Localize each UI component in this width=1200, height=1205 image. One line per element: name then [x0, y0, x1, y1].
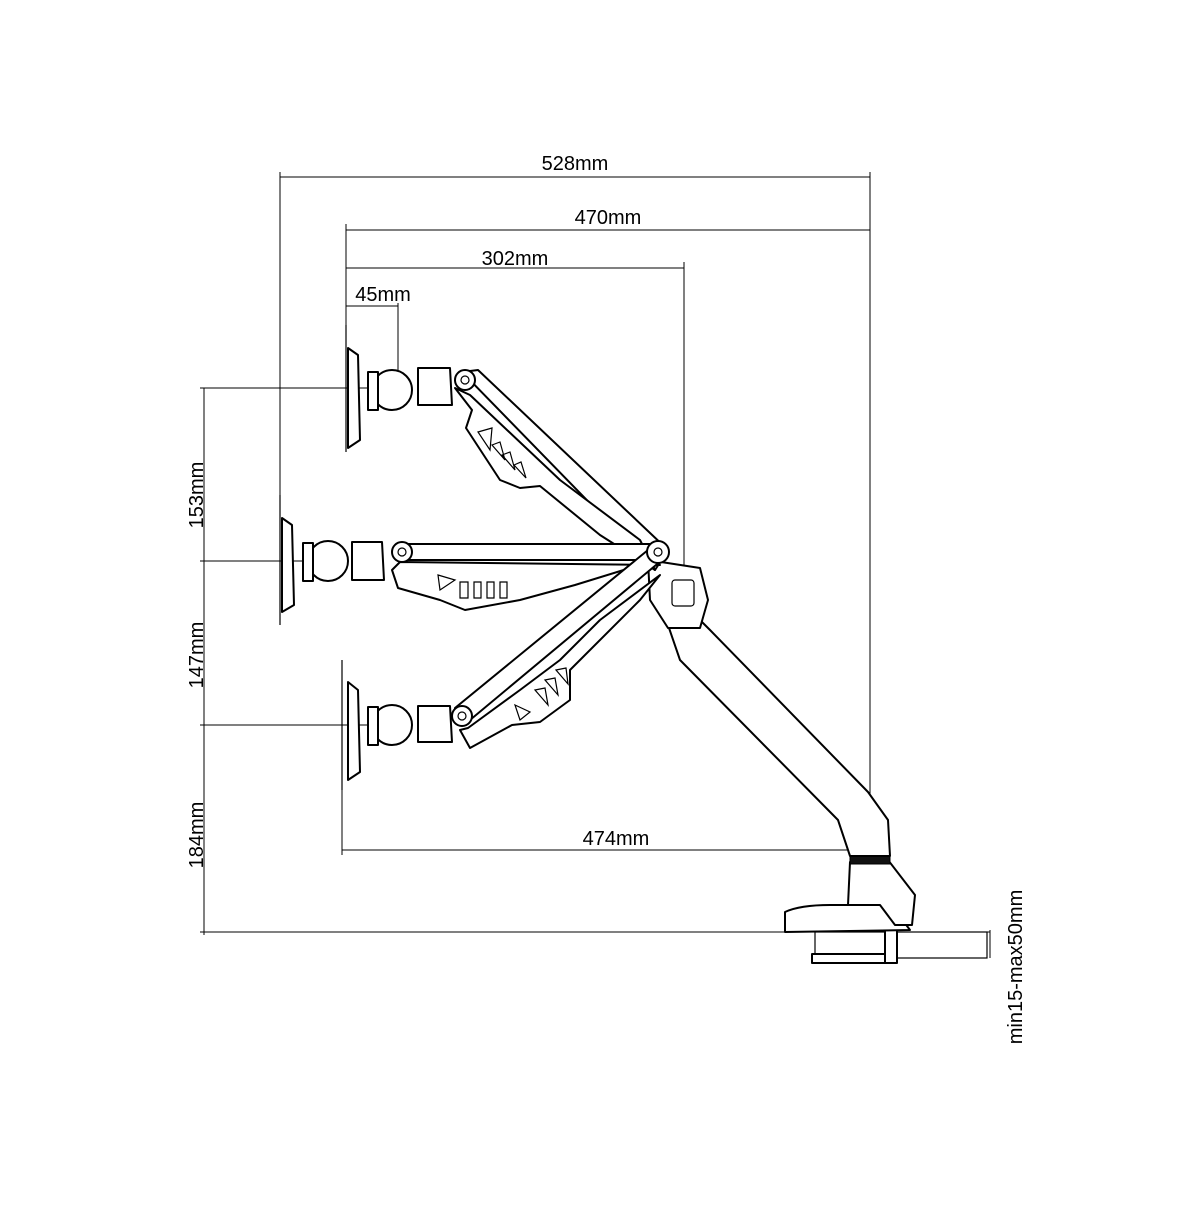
label-mid-reach: 302mm	[482, 248, 549, 270]
upper-arm-body	[454, 387, 656, 571]
middle-tilt-joint	[351, 541, 385, 581]
elbow-pivot-inner	[653, 547, 663, 557]
dimension-labels: 528mm 470mm 302mm 45mm 474mm 153mm 147mm…	[186, 153, 1027, 1044]
label-desk-thickness: min15-max50mm	[1005, 890, 1027, 1044]
label-overall-reach: 528mm	[542, 153, 609, 175]
desk-edge	[814, 931, 988, 959]
upper-pivot	[454, 369, 476, 391]
label-plate-offset: 45mm	[355, 284, 411, 306]
upper-plate-adapter	[367, 371, 379, 411]
elbow-slot	[671, 579, 695, 607]
lower-vesa-plate	[347, 681, 361, 781]
upper-arm-vents	[477, 427, 527, 479]
elbow-housing	[647, 559, 709, 629]
arm-position-middle	[279, 495, 661, 625]
label-lower-height: 184mm	[186, 802, 208, 869]
lower-pivot-inner	[457, 711, 467, 721]
middle-vesa-plate	[281, 517, 295, 613]
upper-tilt-joint	[417, 367, 453, 406]
arm-position-lower	[341, 549, 663, 790]
arm-position-upper	[345, 325, 669, 571]
lower-pole-arm	[647, 559, 891, 857]
label-lower-reach: 474mm	[583, 828, 650, 850]
label-upper-height: 153mm	[186, 462, 208, 529]
lower-pivot	[451, 705, 473, 727]
upper-vesa-plate	[347, 347, 361, 449]
middle-pivot-inner	[397, 547, 407, 557]
lower-arm-vents	[513, 667, 569, 722]
clamp-screw	[884, 927, 898, 964]
middle-pivot	[391, 541, 413, 563]
elbow-pivot	[646, 540, 670, 564]
middle-arm-vents	[437, 574, 508, 599]
middle-arm-body	[391, 561, 661, 611]
clamp-bottom-plate	[811, 953, 897, 964]
pole-arm-segment	[667, 609, 891, 857]
lower-plate-adapter	[367, 706, 379, 746]
middle-arm-top-bar	[401, 543, 661, 561]
lower-arm-body	[459, 574, 661, 749]
lower-tilt-joint	[417, 705, 453, 743]
upper-pivot-inner	[460, 375, 470, 385]
middle-plate-adapter	[302, 542, 314, 582]
label-mid-height: 147mm	[186, 622, 208, 689]
pole-collar	[849, 855, 891, 865]
desk-clamp	[784, 855, 988, 964]
label-arm-reach: 470mm	[575, 207, 642, 229]
